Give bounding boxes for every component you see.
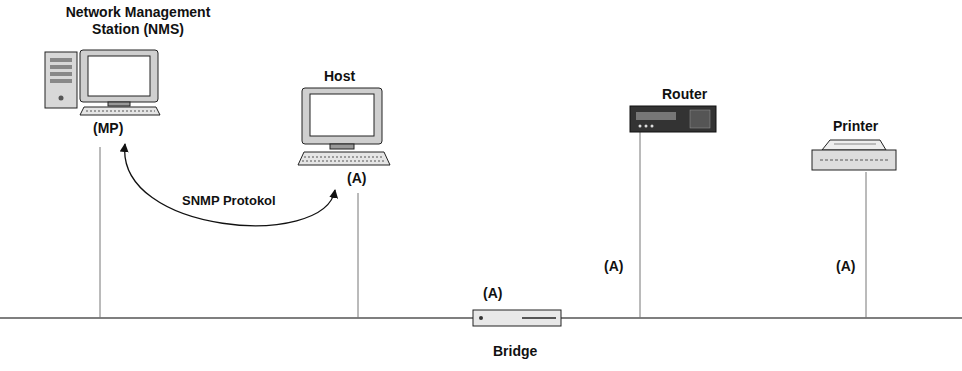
- role-label: (A): [347, 170, 366, 187]
- device-node: (A) Bridge: [462, 283, 572, 365]
- device-node: Router (A): [600, 86, 725, 278]
- paper-line: [834, 144, 876, 145]
- host-icon: [298, 88, 390, 165]
- printer-icon: [812, 140, 896, 170]
- monitor: [80, 50, 158, 102]
- keys: [304, 157, 384, 158]
- router-panel: [636, 112, 676, 120]
- stand: [108, 102, 130, 106]
- drop-line: [866, 172, 867, 318]
- station-node: Network Management Station (NMS) (MP): [40, 4, 235, 144]
- printer-body: [812, 150, 896, 170]
- drive-slot: [50, 58, 72, 62]
- paper-feed: [822, 140, 886, 150]
- device-node: Printer (A): [800, 118, 910, 278]
- tower: [45, 52, 77, 108]
- drop-line: [640, 132, 641, 318]
- monitor: [302, 88, 382, 144]
- bridge-body: [473, 310, 561, 326]
- keyboard: [80, 107, 160, 115]
- drop-line: [358, 193, 359, 318]
- drive-slot: [50, 65, 72, 69]
- bridge-marking: [522, 317, 556, 319]
- node-heading: Printer: [833, 118, 878, 135]
- screen: [88, 56, 150, 96]
- router-icon: [630, 106, 716, 132]
- router-light: [651, 125, 654, 128]
- node-heading: Router: [662, 86, 707, 103]
- keys: [86, 111, 155, 112]
- router-panel: [690, 110, 710, 128]
- role-label: (A): [483, 285, 502, 302]
- bridge-icon: [473, 310, 561, 326]
- node-heading: Network Management Station (NMS): [48, 4, 228, 38]
- power-button: [59, 96, 64, 101]
- drive-slot: [50, 79, 72, 83]
- device-node: Host (A): [292, 68, 397, 190]
- node-heading: Host: [324, 68, 355, 85]
- bridge-light: [479, 316, 483, 320]
- screen: [310, 94, 374, 136]
- node-heading: Bridge: [493, 343, 537, 360]
- role-label: (A): [836, 258, 855, 275]
- keys: [302, 161, 386, 162]
- drop-line: [100, 147, 101, 318]
- role-label: (A): [604, 258, 623, 275]
- edge-label: SNMP Protokol: [180, 193, 278, 209]
- keyboard: [298, 152, 390, 165]
- workstation-icon: [45, 50, 160, 115]
- router-body: [630, 106, 716, 132]
- role-label: (MP): [93, 120, 123, 137]
- router-light: [645, 125, 648, 128]
- printer-slot: [820, 160, 888, 161]
- router-light: [639, 125, 642, 128]
- protocol-arrow: [125, 144, 335, 226]
- drive-slot: [50, 72, 72, 76]
- stand: [330, 144, 354, 149]
